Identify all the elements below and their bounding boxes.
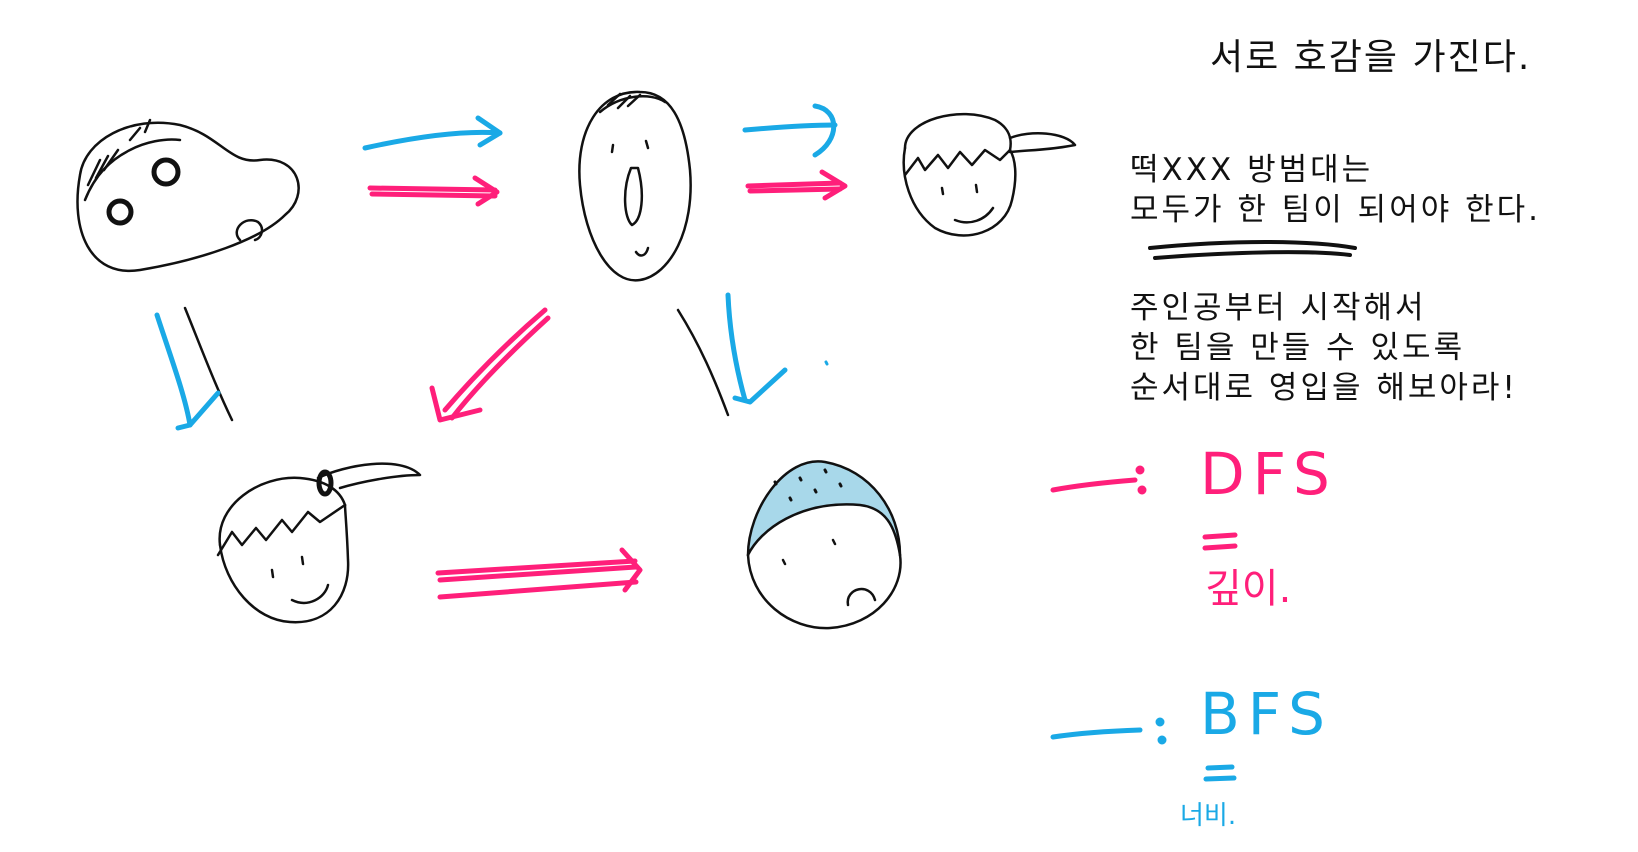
description-line-3: 주인공부터 시작해서 bbox=[1130, 290, 1427, 326]
legend-dfs-label: DFS bbox=[1200, 440, 1338, 508]
dfs-arrow-2-to-4 bbox=[429, 307, 551, 423]
legend-dfs-meaning: 깊이. bbox=[1205, 566, 1292, 612]
bfs-arrow-2-to-3 bbox=[742, 103, 838, 158]
legend-bfs-meaning: 너비. bbox=[1180, 801, 1237, 831]
legend-bfs-marker bbox=[1050, 717, 1237, 782]
bfs-arrow-1-to-4 bbox=[154, 312, 221, 431]
character-node-5 bbox=[746, 460, 902, 630]
description-line-1: 떡XXX 방범대는 bbox=[1130, 152, 1374, 188]
bfs-arrow-2-to-5 bbox=[725, 292, 829, 405]
bfs-arrow-1-to-2 bbox=[362, 115, 503, 151]
dfs-arrow-4-to-5 bbox=[435, 547, 643, 600]
page-title: 서로 호감을 가진다. bbox=[1210, 37, 1532, 78]
description-line-2: 모두가 한 팀이 되어야 한다. bbox=[1130, 192, 1541, 228]
dfs-arrow-1-to-2 bbox=[367, 175, 500, 207]
edge-lines bbox=[183, 306, 730, 422]
legend-bfs-label: BFS bbox=[1200, 680, 1333, 748]
description-line-4: 한 팀을 만들 수 있도록 bbox=[1130, 330, 1466, 366]
character-node-3 bbox=[902, 112, 1077, 237]
underline-stroke bbox=[1148, 240, 1357, 260]
description-line-5: 순서대로 영입을 해보아라! bbox=[1130, 370, 1518, 406]
character-node-4 bbox=[216, 462, 422, 624]
dfs-arrow-2-to-3 bbox=[745, 169, 848, 201]
character-node-2 bbox=[578, 90, 692, 282]
legend-dfs-marker bbox=[1050, 465, 1238, 551]
character-node-1 bbox=[76, 118, 300, 273]
